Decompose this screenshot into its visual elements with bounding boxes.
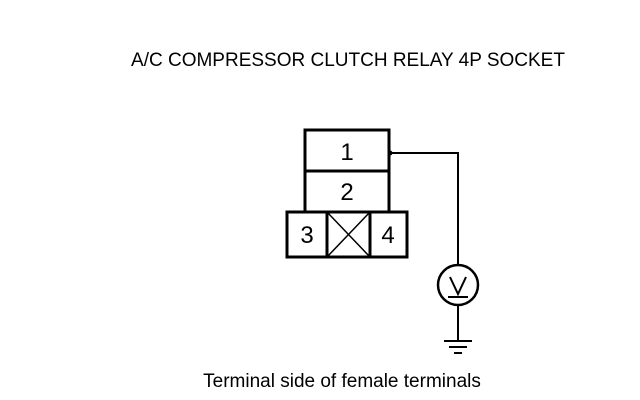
blank-cavity-x-icon — [326, 211, 371, 258]
diagram-caption: Terminal side of female terminals — [203, 371, 481, 392]
voltmeter-icon — [436, 263, 480, 307]
ground-icon — [444, 340, 472, 354]
probe-wire — [387, 150, 459, 265]
terminal-3: 3 — [300, 222, 313, 249]
relay-socket-connector: 1 2 3 4 — [285, 128, 409, 259]
terminal-1: 1 — [340, 139, 353, 166]
terminal-4: 4 — [381, 222, 394, 249]
terminal-2: 2 — [340, 179, 353, 206]
connector-lower-body — [285, 210, 409, 259]
diagram-title: A/C COMPRESSOR CLUTCH RELAY 4P SOCKET — [131, 50, 565, 71]
